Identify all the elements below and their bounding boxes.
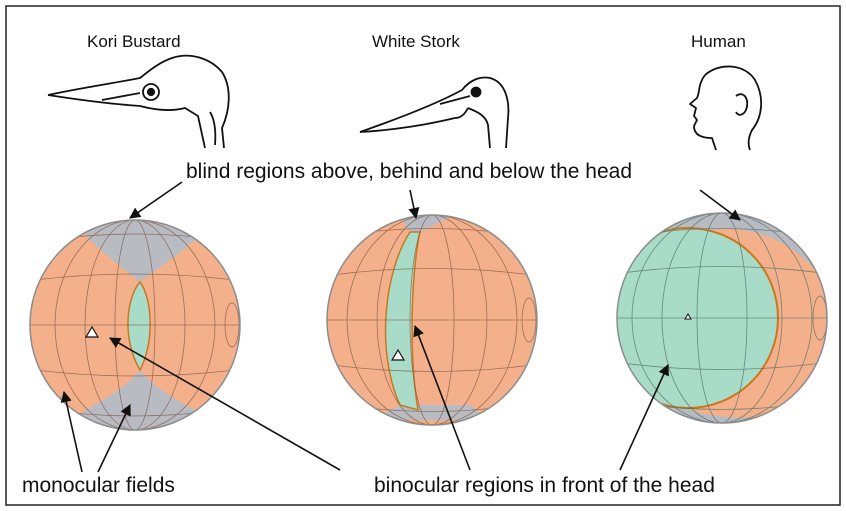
title-human: Human [691, 32, 746, 52]
white-stork-head-drawing [360, 78, 508, 149]
title-kori-bustard: Kori Bustard [87, 32, 181, 52]
kori-bustard-visual-field-sphere [30, 200, 240, 440]
label-binocular-regions: binocular regions in front of the head [374, 474, 715, 498]
title-white-stork: White Stork [372, 32, 460, 52]
human-visual-field-sphere [598, 213, 830, 423]
kori-bustard-head-drawing [48, 56, 229, 148]
label-blind-regions: blind regions above, behind and below th… [186, 160, 632, 184]
arrow-blind-stork [410, 190, 416, 218]
label-monocular-fields: monocular fields [22, 474, 175, 498]
human-head-drawing [690, 66, 761, 150]
white-stork-visual-field-sphere [327, 210, 537, 425]
arrow-blind-kori [130, 182, 182, 218]
